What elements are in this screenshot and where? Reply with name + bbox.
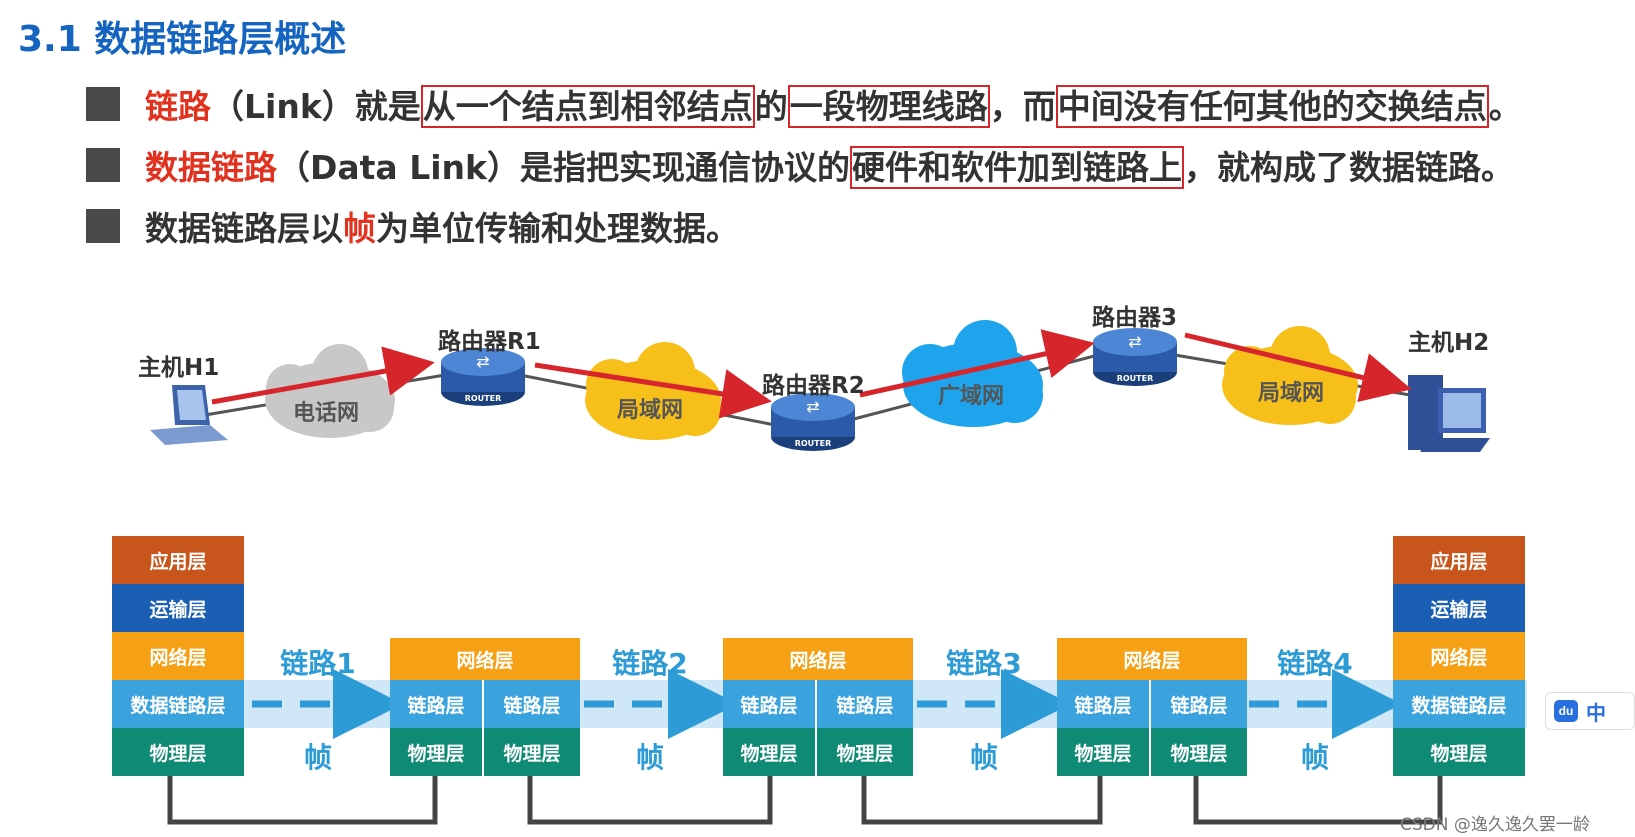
bullet-marker [86, 209, 120, 243]
router-r2-label: 路由器R2 [762, 373, 865, 399]
router-r3-icon: ⇄ ROUTER [1093, 328, 1177, 386]
bullet-marker [86, 87, 120, 121]
svg-text:⇄: ⇄ [1128, 332, 1141, 351]
router-r2-icon: ⇄ ROUTER [771, 393, 855, 451]
layer-physical: 物理层 [484, 728, 580, 776]
text: （Data Link）是指把实现通信协议的 [277, 148, 850, 187]
layer-physical: 物理层 [112, 728, 244, 776]
frame-label: 帧 [1300, 741, 1329, 774]
layer-network: 网络层 [723, 638, 913, 680]
link-3-label: 链路3 [946, 647, 1022, 680]
layer-physical: 物理层 [1057, 728, 1151, 776]
highlight-box: 中间没有任何其他的交换结点 [1055, 85, 1489, 128]
laptop-icon [150, 385, 228, 445]
frame-label: 帧 [635, 741, 664, 774]
svg-text:ROUTER: ROUTER [465, 394, 502, 403]
text: 为单位传输和处理数据。 [376, 209, 739, 248]
layer-datalink: 数据链路层 [1393, 680, 1525, 728]
layer-physical: 物理层 [1393, 728, 1525, 776]
text: （Link）就是 [211, 87, 421, 126]
router-r1-label: 路由器R1 [438, 329, 541, 355]
svg-text:⇄: ⇄ [476, 352, 489, 371]
layer-physical: 物理层 [817, 728, 913, 776]
svg-text:⇄: ⇄ [806, 397, 819, 416]
link-1-label: 链路1 [280, 647, 356, 680]
text: ，而 [989, 87, 1056, 126]
link-2-label: 链路2 [612, 647, 688, 680]
term-link: 链路 [145, 87, 211, 126]
page-title: 3.1 数据链路层概述 [18, 19, 347, 60]
highlight-box: 硬件和软件加到链路上 [849, 146, 1184, 189]
cloud-lan-2 [1222, 326, 1358, 425]
layer-transport: 运输层 [112, 584, 244, 632]
layer-network: 网络层 [1393, 632, 1525, 680]
svg-text:ROUTER: ROUTER [795, 439, 832, 448]
term-frame: 帧 [343, 209, 376, 248]
host-h2-label: 主机H2 [1408, 330, 1490, 356]
layer-physical: 物理层 [390, 728, 484, 776]
text: ，就构成了数据链路。 [1183, 148, 1514, 187]
layer-physical: 物理层 [723, 728, 817, 776]
highlight-box: 从一个结点到相邻结点 [420, 85, 755, 128]
frame-label: 帧 [969, 741, 998, 774]
layer-application: 应用层 [1393, 536, 1525, 584]
host-h2-stack: 应用层 运输层 网络层 数据链路层 物理层 [1393, 536, 1525, 776]
layer-network: 网络层 [1057, 638, 1247, 680]
link-4-label: 链路4 [1277, 647, 1353, 680]
layer-link: 链路层 [390, 680, 484, 728]
layer-transport: 运输层 [1393, 584, 1525, 632]
cloud-lan2-label: 局域网 [1258, 381, 1325, 406]
cloud-wan [902, 320, 1043, 427]
layer-application: 应用层 [112, 536, 244, 584]
router-r1-icon: ⇄ ROUTER [441, 348, 525, 406]
cloud-phone-network [265, 344, 395, 438]
cloud-phone-label: 电话网 [293, 401, 360, 426]
ime-widget[interactable]: du 中 [1545, 692, 1635, 730]
layer-link: 链路层 [484, 680, 580, 728]
term-data-link: 数据链路 [145, 148, 277, 187]
host-h1-label: 主机H1 [138, 355, 220, 381]
svg-text:ROUTER: ROUTER [1117, 374, 1154, 383]
text: 。 [1488, 87, 1522, 126]
bullet-link-definition: 链路（Link）就是从一个结点到相邻结点的一段物理线路，而中间没有任何其他的交换… [145, 80, 1522, 128]
highlight-box: 一段物理线路 [787, 85, 990, 128]
host-h1-stack: 应用层 运输层 网络层 数据链路层 物理层 [112, 536, 244, 776]
layer-physical: 物理层 [1151, 728, 1247, 776]
text: 数据链路层以 [145, 209, 343, 248]
layer-link: 链路层 [1057, 680, 1151, 728]
ime-logo-icon: du [1554, 700, 1578, 722]
frame-label: 帧 [303, 741, 332, 774]
cloud-lan1-label: 局域网 [617, 398, 684, 423]
physical-wires [167, 774, 1443, 825]
layer-network: 网络层 [112, 632, 244, 680]
layer-link: 链路层 [817, 680, 913, 728]
watermark: CSDN @逸久逸久罢一龄 [1400, 815, 1590, 835]
layer-datalink: 数据链路层 [112, 680, 244, 728]
cloud-wan-label: 广域网 [938, 384, 1005, 409]
router-1-stack: 网络层 链路层 链路层 物理层 物理层 [390, 638, 580, 776]
bullet-datalink-definition: 数据链路（Data Link）是指把实现通信协议的硬件和软件加到链路上，就构成了… [145, 141, 1514, 189]
desktop-icon [1408, 375, 1490, 452]
router-r3-label: 路由器3 [1092, 305, 1178, 331]
router-2-stack: 网络层 链路层 链路层 物理层 物理层 [723, 638, 913, 776]
ime-mode-label: 中 [1586, 700, 1606, 725]
router-3-stack: 网络层 链路层 链路层 物理层 物理层 [1057, 638, 1247, 776]
bullet-frame-unit: 数据链路层以帧为单位传输和处理数据。 [145, 202, 739, 250]
text: 的 [754, 87, 788, 126]
data-path-arrows [211, 329, 1412, 419]
bullet-marker [86, 148, 120, 182]
layer-network: 网络层 [390, 638, 580, 680]
layer-link: 链路层 [1151, 680, 1247, 728]
layer-link: 链路层 [723, 680, 817, 728]
